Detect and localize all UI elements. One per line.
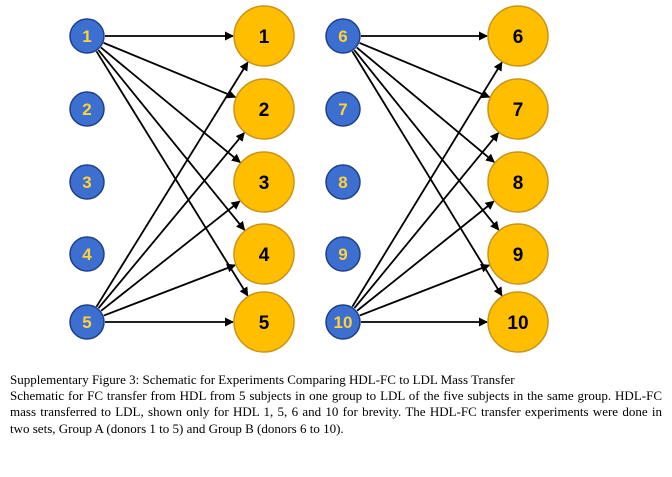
recipient-node-6: 6 (487, 5, 549, 67)
caption-title: Supplementary Figure 3: Schematic for Ex… (10, 372, 515, 387)
recipient-circle (487, 5, 549, 67)
donor-circle (69, 91, 105, 127)
transfer-arrow-1-to-2 (103, 42, 237, 99)
recipient-circle (233, 78, 295, 140)
recipient-circle (487, 78, 549, 140)
transfer-arrow-5-to-1 (95, 61, 249, 308)
recipient-label: 8 (513, 173, 524, 194)
transfer-arrow-6-to-8 (356, 46, 495, 163)
transfer-arrows (95, 31, 503, 327)
donor-node-8: 8 (325, 164, 361, 200)
donor-label: 2 (82, 100, 91, 119)
transfer-arrow-1-to-3 (100, 46, 241, 163)
donor-node-6: 6 (325, 18, 361, 54)
transfer-arrow-10-to-8 (356, 200, 495, 312)
donor-node-2: 2 (69, 91, 105, 127)
transfer-arrow-5-to-4 (103, 263, 236, 317)
donor-circle (69, 236, 105, 272)
transfer-arrow-6-to-7 (359, 42, 491, 99)
recipient-node-1: 1 (233, 5, 295, 67)
transfer-arrow-5-to-2 (97, 132, 245, 309)
recipient-label: 9 (513, 245, 524, 266)
donor-node-3: 3 (69, 164, 105, 200)
recipient-label: 4 (259, 245, 270, 266)
recipient-label: 7 (513, 100, 524, 121)
recipient-label: 2 (259, 100, 270, 121)
donor-node-10: 10 (325, 304, 361, 340)
donor-circle (325, 304, 361, 340)
donor-label: 9 (338, 245, 347, 264)
recipient-circle (233, 5, 295, 67)
transfer-arrow-10-to-7 (353, 132, 500, 309)
subject-nodes: 1 2 3 4 5 1 2 3 4 5 6 7 8 9 10 6 7 8 9 10 (69, 5, 549, 353)
donor-label: 1 (82, 27, 91, 46)
recipient-circle (487, 291, 549, 353)
donor-node-5: 5 (69, 304, 105, 340)
donor-label: 3 (82, 173, 91, 192)
recipient-node-4: 4 (233, 223, 295, 285)
recipient-node-10: 10 (487, 291, 549, 353)
recipient-circle (233, 151, 295, 213)
donor-label: 7 (338, 100, 347, 119)
recipient-node-2: 2 (233, 78, 295, 140)
recipient-node-8: 8 (487, 151, 549, 213)
transfer-arrow-6-to-9 (353, 49, 500, 231)
donor-circle (325, 18, 361, 54)
donor-label: 10 (334, 313, 353, 332)
transfer-arrow-5-to-3 (100, 200, 241, 312)
recipient-circle (233, 223, 295, 285)
recipient-label: 3 (259, 173, 270, 194)
transfer-arrow-1-to-4 (97, 49, 246, 231)
recipient-node-5: 5 (233, 291, 295, 353)
donor-circle (69, 304, 105, 340)
donor-node-4: 4 (69, 236, 105, 272)
transfer-arrow-10-to-6 (351, 61, 503, 308)
donor-circle (325, 164, 361, 200)
donor-circle (69, 164, 105, 200)
recipient-node-3: 3 (233, 151, 295, 213)
donor-label: 6 (338, 27, 347, 46)
recipient-label: 5 (259, 313, 270, 334)
recipient-label: 6 (513, 27, 524, 48)
donor-circle (69, 18, 105, 54)
recipient-node-7: 7 (487, 78, 549, 140)
figure-caption: Supplementary Figure 3: Schematic for Ex… (10, 372, 662, 437)
recipient-circle (487, 151, 549, 213)
transfer-arrow-10-to-9 (359, 263, 491, 317)
transfer-arrow-6-to-10 (351, 50, 503, 297)
donor-circle (325, 91, 361, 127)
donor-label: 5 (82, 313, 91, 332)
recipient-node-9: 9 (487, 223, 549, 285)
donor-node-1: 1 (69, 18, 105, 54)
donor-node-9: 9 (325, 236, 361, 272)
transfer-arrow-1-to-5 (95, 50, 249, 297)
recipient-circle (233, 291, 295, 353)
donor-label: 4 (82, 245, 92, 264)
recipient-label: 1 (259, 27, 270, 48)
recipient-circle (487, 223, 549, 285)
donor-node-7: 7 (325, 91, 361, 127)
donor-label: 8 (338, 173, 347, 192)
caption-body: Schematic for FC transfer from HDL from … (10, 388, 662, 436)
recipient-label: 10 (507, 313, 528, 334)
transfer-schematic: 1 2 3 4 5 1 2 3 4 5 6 7 8 9 10 6 7 8 9 10 (69, 5, 549, 353)
donor-circle (325, 236, 361, 272)
